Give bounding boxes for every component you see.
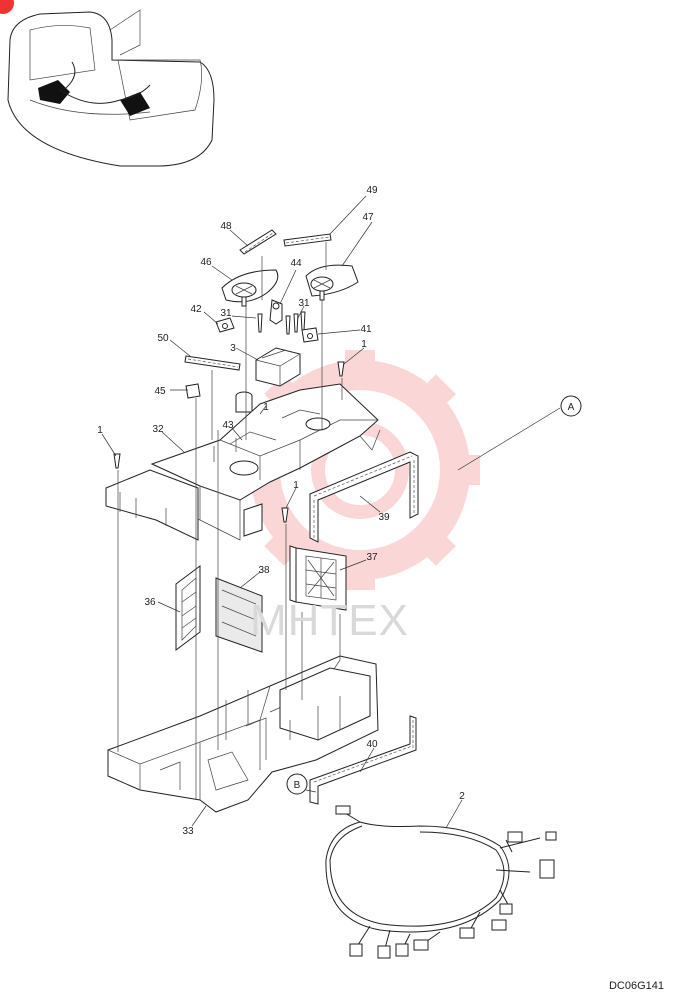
callout-36: 36: [144, 597, 156, 608]
callout-38: 38: [258, 565, 270, 576]
reference-marker-b-label: B: [294, 780, 301, 791]
machine-locator-thumbnail: [7, 9, 215, 167]
part-49-strip: [283, 233, 332, 247]
callout-1a: 1: [361, 339, 367, 350]
callout-leader-lines: [101, 195, 561, 829]
part-36-filter: [175, 565, 201, 651]
callout-32: 32: [152, 424, 164, 435]
callout-43: 43: [222, 420, 234, 431]
part-40-seal: [309, 715, 417, 805]
part-47-outlet: [305, 264, 359, 301]
callout-41: 41: [360, 324, 372, 335]
reference-marker-a-label: A: [568, 402, 575, 413]
callout-40: 40: [366, 739, 378, 750]
callout-labels: 49 48 47 46 44 42 31 31 41 50 3 1 45 1 4…: [97, 185, 465, 837]
callout-45: 45: [154, 386, 166, 397]
callout-1d: 1: [293, 480, 299, 491]
callout-48: 48: [220, 221, 232, 232]
callout-46: 46: [200, 257, 212, 268]
reference-marker-b: B: [286, 773, 308, 795]
reference-marker-a: A: [560, 395, 582, 417]
callout-42: 42: [190, 304, 202, 315]
part-48-strip: [239, 229, 277, 255]
part-38-filter-element: [215, 577, 263, 653]
part-37-filter: [289, 545, 347, 611]
callout-31a: 31: [220, 308, 232, 319]
part-31-screws: [257, 311, 306, 335]
part-32-upper-duct: [105, 383, 381, 541]
part-3-controller-box: [255, 347, 301, 387]
callout-31b: 31: [298, 298, 310, 309]
callout-3: 3: [230, 343, 236, 354]
callout-1c: 1: [97, 425, 103, 436]
callout-1b: 1: [263, 402, 269, 413]
callout-2: 2: [459, 791, 465, 802]
corner-badge-icon: [0, 0, 14, 14]
callout-44: 44: [290, 258, 302, 269]
part-43-fitting: [235, 391, 253, 413]
part-33-lower-duct: [107, 655, 379, 813]
callout-49: 49: [366, 185, 378, 196]
part-46-outlet: [221, 269, 279, 307]
document-code: DC06G141: [608, 980, 664, 992]
part-2-wiring-harness: [325, 805, 557, 959]
callout-33: 33: [182, 826, 194, 837]
part-50-strip: [184, 355, 241, 371]
watermark-text: MHTEX: [250, 596, 409, 645]
callout-50: 50: [157, 333, 169, 344]
assembly-alignment-lines: [117, 242, 343, 800]
part-39-seal: [309, 451, 419, 543]
part-41-clip: [301, 327, 319, 343]
callout-37: 37: [366, 552, 378, 563]
part-45-clip: [185, 383, 201, 399]
callout-47: 47: [362, 212, 374, 223]
part-42-clip: [215, 317, 235, 333]
callout-39: 39: [378, 512, 390, 523]
part-44-diverter: [269, 299, 283, 325]
